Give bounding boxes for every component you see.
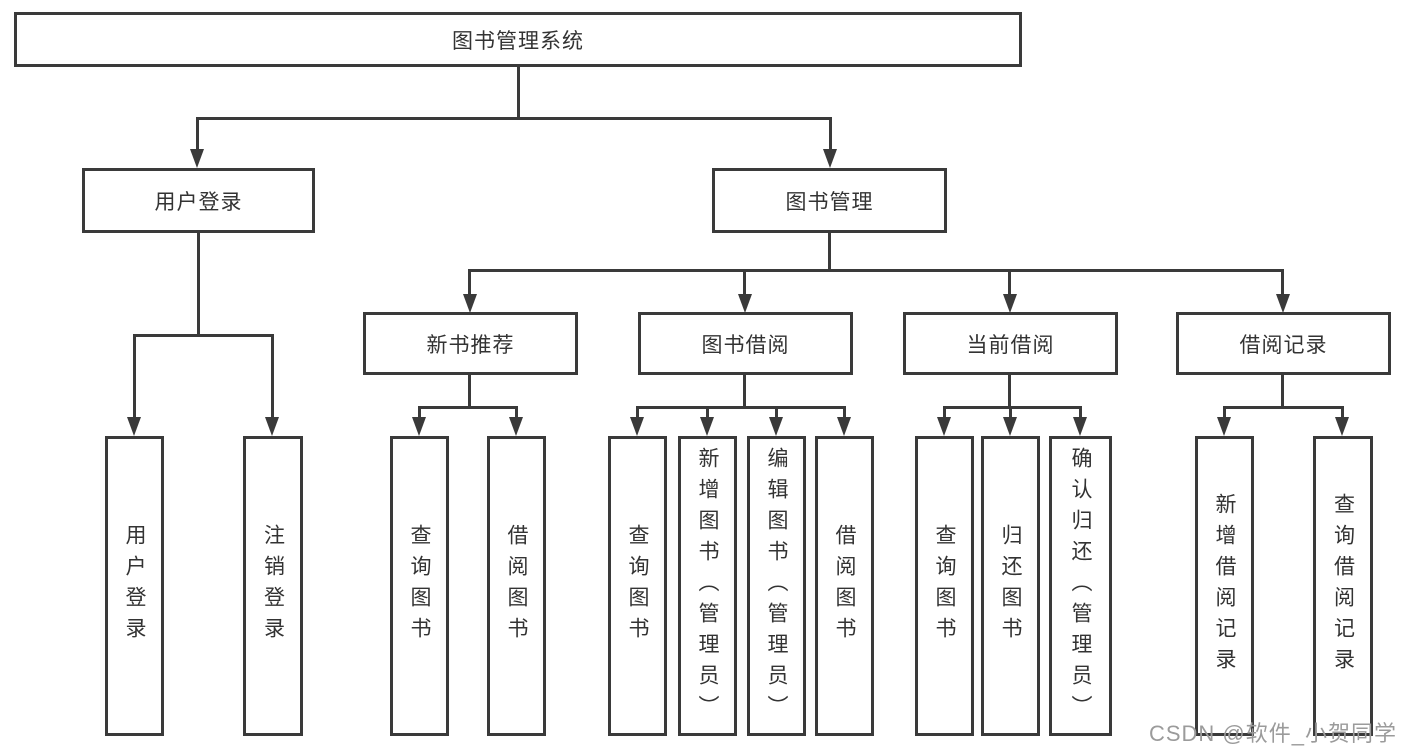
connector-line [1223, 406, 1226, 419]
arrow-down-icon [769, 417, 783, 436]
connector-line [468, 374, 471, 408]
node-root-label: 图书管理系统 [452, 29, 584, 53]
arrow-down-icon [412, 417, 426, 436]
connector-line [418, 406, 518, 409]
connector-line [843, 406, 846, 419]
connector-line [1079, 406, 1082, 419]
leaf-borrow-edit-book-admin: 编辑图书（管理员） [747, 436, 806, 736]
arrow-down-icon [630, 417, 644, 436]
node-current-borrow-label: 当前借阅 [966, 333, 1055, 357]
arrow-down-icon [190, 149, 204, 168]
leaf-current-return-book: 归还图书 [981, 436, 1040, 736]
node-book-management: 图书管理 [712, 168, 947, 233]
connector-line [775, 406, 778, 419]
leaf-newbook-borrow-book-label: 借阅图书 [505, 524, 528, 648]
connector-line [1281, 374, 1284, 408]
leaf-borrow-query-book-label: 查询图书 [626, 524, 649, 648]
connector-line [743, 374, 746, 408]
arrow-down-icon [1003, 294, 1017, 313]
leaf-current-confirm-return-admin: 确认归还（管理员） [1049, 436, 1112, 736]
connector-line [133, 334, 136, 418]
node-book-management-label: 图书管理 [785, 190, 874, 214]
connector-line [468, 269, 1284, 272]
leaf-newbook-borrow-book: 借阅图书 [487, 436, 546, 736]
leaf-borrow-query-book: 查询图书 [608, 436, 667, 736]
leaf-borrow-borrow-book: 借阅图书 [815, 436, 874, 736]
leaf-record-query-record: 查询借阅记录 [1313, 436, 1373, 736]
leaf-current-query-book-label: 查询图书 [933, 524, 956, 648]
leaf-user-login: 用户登录 [105, 436, 164, 736]
connector-line [1009, 406, 1012, 419]
connector-line [1223, 406, 1344, 409]
leaf-record-add-record: 新增借阅记录 [1195, 436, 1254, 736]
connector-line [828, 232, 831, 271]
arrow-down-icon [1276, 294, 1290, 313]
arrow-down-icon [837, 417, 851, 436]
connector-line [196, 117, 832, 120]
node-new-book-recommend-label: 新书推荐 [426, 333, 515, 357]
connector-line [706, 406, 709, 419]
connector-line [196, 117, 199, 151]
leaf-current-return-book-label: 归还图书 [999, 524, 1022, 648]
connector-line [468, 269, 471, 297]
arrow-down-icon [738, 294, 752, 313]
connector-line [271, 334, 274, 418]
connector-line [943, 406, 1082, 409]
node-borrow-record-label: 借阅记录 [1239, 333, 1328, 357]
arrow-down-icon [700, 417, 714, 436]
node-user-login: 用户登录 [82, 168, 315, 233]
arrow-down-icon [1217, 417, 1231, 436]
leaf-current-confirm-return-admin-label: 确认归还（管理员） [1069, 446, 1092, 726]
leaf-borrow-edit-book-admin-label: 编辑图书（管理员） [765, 446, 788, 726]
arrow-down-icon [1003, 417, 1017, 436]
leaf-newbook-query-book-label: 查询图书 [408, 524, 431, 648]
connector-line [829, 117, 832, 151]
leaf-newbook-query-book: 查询图书 [390, 436, 449, 736]
node-book-borrow: 图书借阅 [638, 312, 853, 375]
leaf-borrow-borrow-book-label: 借阅图书 [833, 524, 856, 648]
arrow-down-icon [937, 417, 951, 436]
leaf-user-login-label: 用户登录 [123, 524, 146, 648]
connector-line [636, 406, 846, 409]
connector-line [197, 232, 200, 335]
connector-line [743, 269, 746, 297]
connector-line [418, 406, 421, 419]
node-borrow-record: 借阅记录 [1176, 312, 1391, 375]
leaf-record-add-record-label: 新增借阅记录 [1213, 493, 1236, 679]
leaf-borrow-add-book-admin: 新增图书（管理员） [678, 436, 737, 736]
node-new-book-recommend: 新书推荐 [363, 312, 578, 375]
connector-line [133, 334, 274, 337]
connector-line [1341, 406, 1344, 419]
arrow-down-icon [509, 417, 523, 436]
arrow-down-icon [1073, 417, 1087, 436]
connector-line [1008, 374, 1011, 408]
connector-line [515, 406, 518, 419]
node-root: 图书管理系统 [14, 12, 1022, 67]
leaf-record-query-record-label: 查询借阅记录 [1331, 493, 1355, 679]
node-book-borrow-label: 图书借阅 [701, 333, 790, 357]
leaf-borrow-add-book-admin-label: 新增图书（管理员） [696, 446, 719, 726]
node-user-login-label: 用户登录 [154, 190, 243, 214]
node-current-borrow: 当前借阅 [903, 312, 1118, 375]
arrow-down-icon [1335, 417, 1349, 436]
connector-line [517, 66, 520, 118]
connector-line [943, 406, 946, 419]
leaf-logout-label: 注销登录 [261, 524, 285, 648]
watermark-text: CSDN @软件_小贺同学 [1148, 721, 1397, 746]
arrow-down-icon [265, 417, 279, 436]
leaf-logout: 注销登录 [243, 436, 303, 736]
leaf-current-query-book: 查询图书 [915, 436, 974, 736]
arrow-down-icon [823, 149, 837, 168]
connector-line [1281, 269, 1284, 297]
connector-line [636, 406, 639, 419]
connector-line [1008, 269, 1011, 297]
arrow-down-icon [463, 294, 477, 313]
arrow-down-icon [127, 417, 141, 436]
